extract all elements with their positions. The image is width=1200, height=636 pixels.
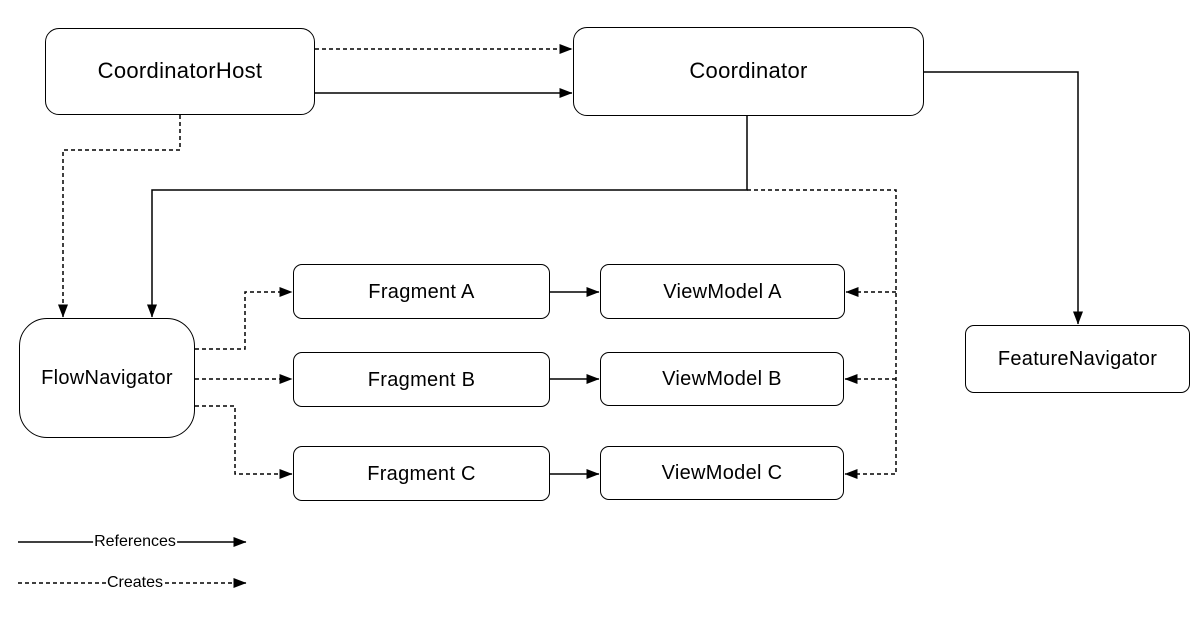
node-viewmodel-a-label: ViewModel A — [663, 280, 782, 303]
edge-flownavigator-creates-fragmenta — [195, 287, 293, 350]
node-coordinator-host-label: CoordinatorHost — [97, 58, 263, 84]
node-coordinator: Coordinator — [573, 27, 924, 116]
legend-creates: Creates — [14, 574, 256, 592]
edge-coordinatorhost-creates-flownavigator — [58, 115, 181, 318]
legend-creates-label: Creates — [105, 574, 165, 592]
edge-coordinator-references-featurenavigator — [924, 71, 1083, 325]
node-viewmodel-b-label: ViewModel B — [662, 368, 782, 390]
edge-flownavigator-creates-fragmentc — [195, 405, 293, 479]
node-fragment-b: Fragment B — [293, 352, 550, 407]
node-feature-navigator: FeatureNavigator — [965, 325, 1190, 393]
node-coordinator-label: Coordinator — [689, 58, 808, 84]
node-fragment-c-label: Fragment C — [367, 462, 476, 485]
node-fragment-a-label: Fragment A — [368, 280, 475, 303]
node-viewmodel-a: ViewModel A — [600, 264, 845, 319]
node-flow-navigator-label: FlowNavigator — [41, 367, 173, 389]
node-coordinator-host: CoordinatorHost — [45, 28, 315, 115]
node-feature-navigator-label: FeatureNavigator — [997, 348, 1158, 370]
node-fragment-a: Fragment A — [293, 264, 550, 319]
node-fragment-b-label: Fragment B — [367, 368, 476, 391]
edge-coordinator-creates-viewmodelc — [747, 189, 897, 479]
legend-references: References — [14, 533, 256, 551]
node-fragment-c: Fragment C — [293, 446, 550, 501]
node-viewmodel-c-label: ViewModel C — [661, 462, 783, 484]
node-viewmodel-c: ViewModel C — [600, 446, 844, 500]
edge-coordinator-references-flownavigator — [147, 116, 748, 318]
node-viewmodel-b: ViewModel B — [600, 352, 844, 406]
legend-references-label: References — [93, 533, 177, 551]
node-flow-navigator: FlowNavigator — [19, 318, 195, 438]
